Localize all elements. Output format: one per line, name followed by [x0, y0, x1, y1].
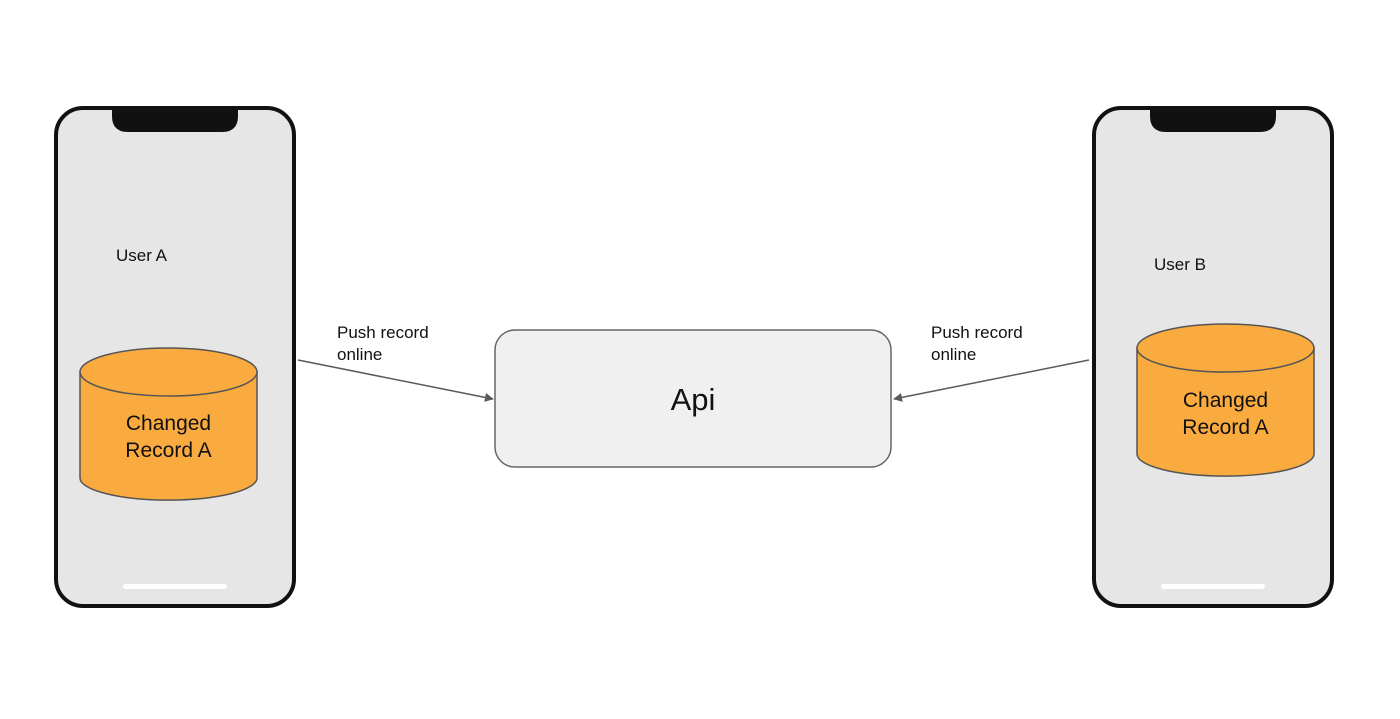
left-database-label-line1: Changed	[126, 412, 211, 435]
left-database: Changed Record A	[79, 347, 258, 501]
right-phone: User B Changed Record A	[1092, 106, 1334, 608]
right-arrow-label-line1: Push record	[931, 323, 1023, 342]
left-phone-notch	[112, 108, 238, 132]
right-phone-notch	[1150, 108, 1276, 132]
left-database-top	[79, 347, 258, 397]
right-phone-home-indicator	[1161, 584, 1265, 589]
left-phone: User A Changed Record A	[54, 106, 296, 608]
right-arrow-label-line2: online	[931, 345, 976, 364]
left-arrow	[297, 359, 494, 402]
left-arrow-label-line2: online	[337, 345, 382, 364]
left-database-label-line2: Record A	[125, 439, 211, 462]
left-phone-home-indicator	[123, 584, 227, 589]
right-database: Changed Record A	[1136, 323, 1315, 477]
right-database-label-line2: Record A	[1182, 416, 1268, 439]
left-arrow-label-line1: Push record	[337, 323, 429, 342]
right-arrow	[893, 359, 1090, 402]
api-box	[494, 329, 892, 468]
right-database-body	[1136, 347, 1315, 477]
right-database-label-line1: Changed	[1183, 389, 1268, 412]
right-database-top	[1136, 323, 1315, 373]
right-user-label: User B	[1154, 255, 1206, 274]
left-user-label: User A	[116, 246, 168, 265]
api-node: Api	[494, 329, 892, 468]
left-database-body	[79, 371, 258, 501]
api-label: Api	[671, 382, 716, 417]
